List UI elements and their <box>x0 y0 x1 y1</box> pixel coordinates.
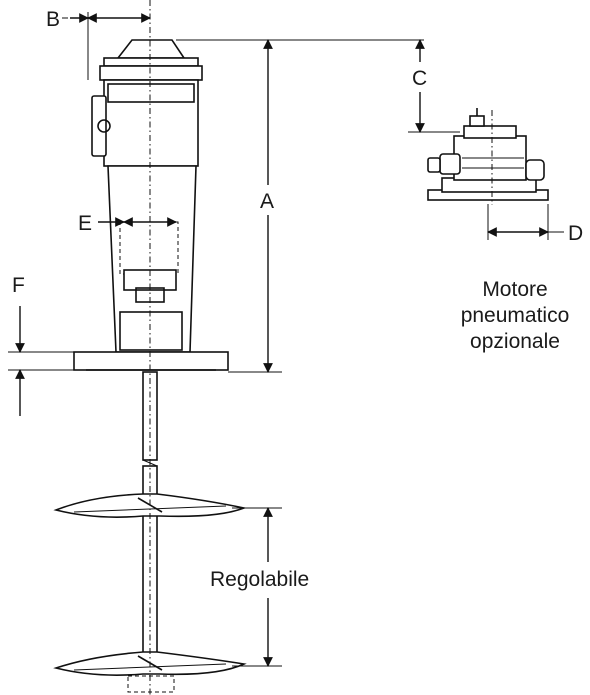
adjustable-label: Regolabile <box>210 568 309 591</box>
dimension-label-d: D <box>568 222 583 245</box>
dimension-lines <box>8 12 564 667</box>
pneumatic-motor-drawing <box>427 108 549 205</box>
motor-caption-line3: opzionale <box>470 330 560 353</box>
dimension-label-c: C <box>412 67 427 90</box>
dimension-label-f: F <box>12 274 25 297</box>
motor-caption-line1: Motore <box>482 278 547 301</box>
dimension-label-b: B <box>46 8 60 31</box>
motor-caption-line2: pneumatico <box>461 304 570 327</box>
dimension-label-a: A <box>260 190 274 213</box>
mixer-drawing <box>53 0 247 695</box>
dimension-label-e: E <box>78 212 92 235</box>
